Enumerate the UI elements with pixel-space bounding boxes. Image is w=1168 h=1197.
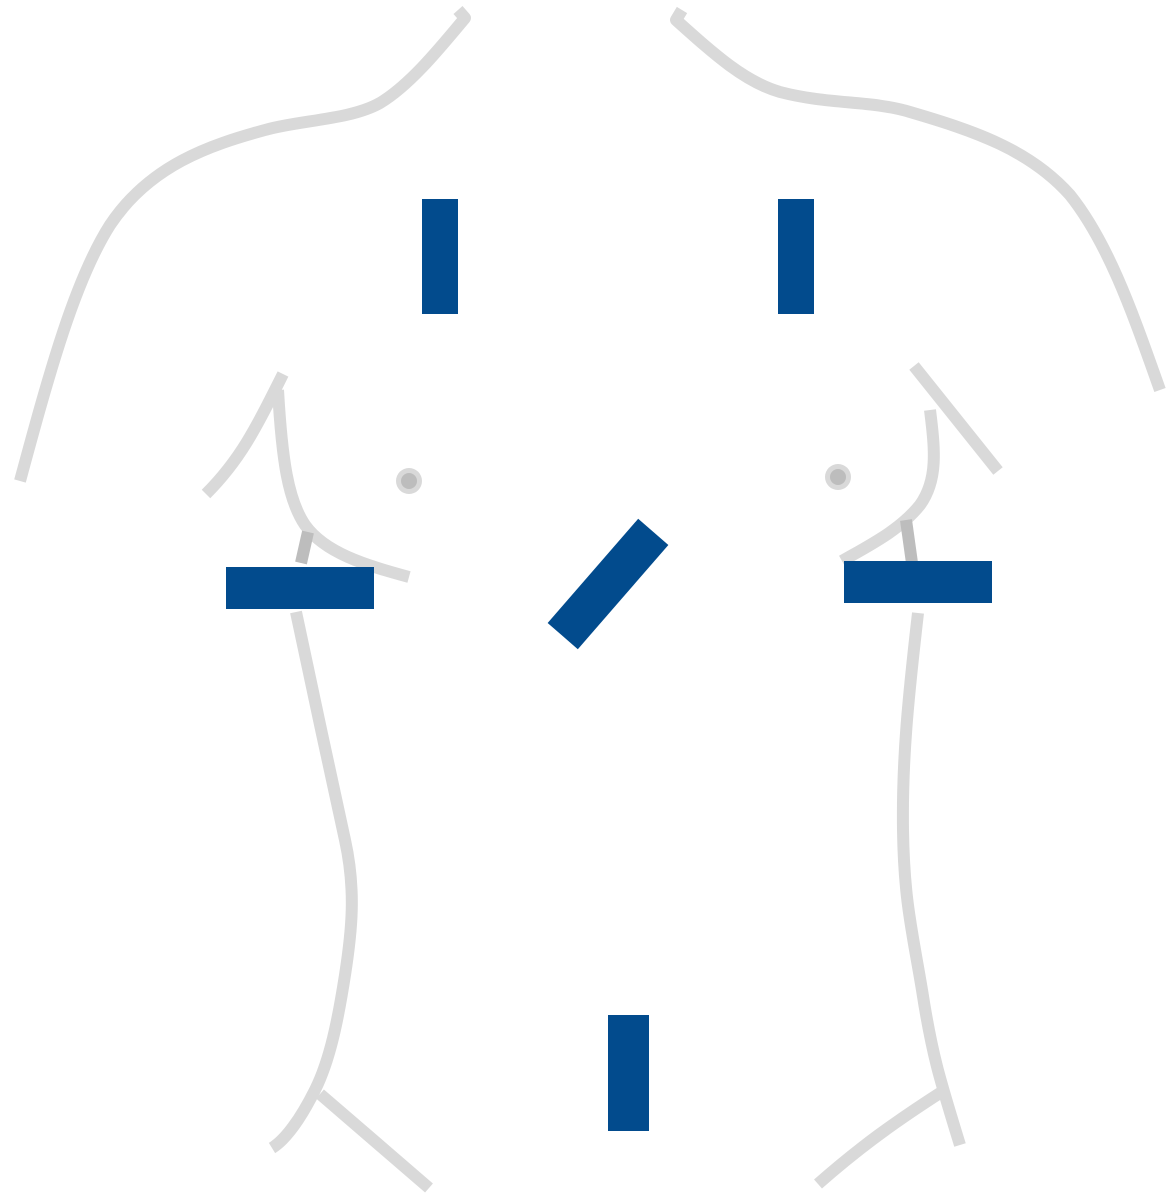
left-side-detail (301, 532, 308, 563)
electrode-lower-abdomen (608, 1015, 649, 1131)
left-armpit-line (206, 374, 283, 494)
electrode-upper-left-chest (778, 199, 814, 314)
electrode-left-lateral-chest (844, 561, 992, 603)
electrode-upper-right-chest (422, 199, 458, 314)
right-pectoral-line (842, 410, 934, 561)
right-flank-line (903, 613, 960, 1145)
left-hip-line (320, 1094, 429, 1188)
left-flank-line (272, 612, 352, 1148)
left-nipple (396, 468, 422, 494)
left-shoulder-line (20, 10, 465, 481)
right-nipple (825, 464, 851, 490)
right-hip-line (818, 1093, 940, 1184)
electrode-center-chest-diagonal (548, 519, 669, 649)
left-pectoral-line (278, 390, 409, 577)
right-shoulder-line (676, 10, 1160, 390)
right-side-detail (906, 520, 912, 563)
electrode-right-lateral-chest (226, 567, 374, 609)
